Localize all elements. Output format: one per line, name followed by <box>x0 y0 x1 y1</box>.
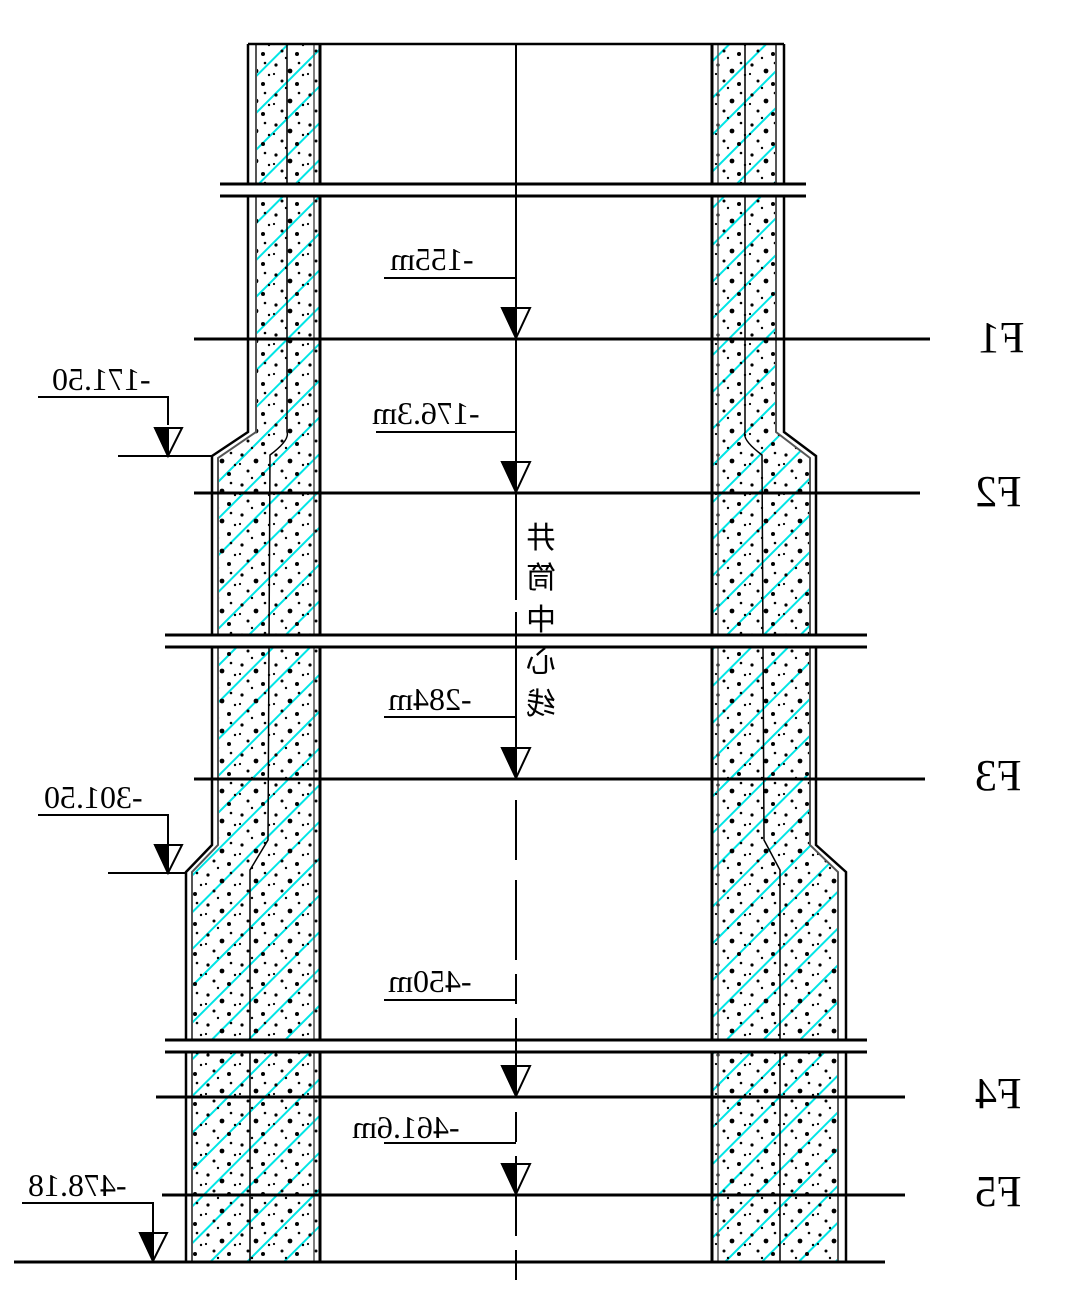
elevation-label-478-18: -478.18 <box>28 1167 127 1203</box>
svg-text:中: 中 <box>526 603 556 638</box>
svg-text:心: 心 <box>526 645 556 680</box>
elevation-label-301-50: -301.50 <box>44 779 143 815</box>
level-label-F2: F2 <box>975 467 1021 516</box>
right-wall <box>710 44 848 1262</box>
elevation-label-284: -284m <box>388 681 472 717</box>
level-label-F4: F4 <box>975 1069 1021 1118</box>
svg-text:筒: 筒 <box>526 561 556 596</box>
elevation-markers-side <box>22 396 212 1264</box>
svg-text:线: 线 <box>526 687 556 722</box>
center-line-label: 井 筒 中 心 线 <box>526 521 556 722</box>
elevation-markers-center <box>376 277 532 1197</box>
elevation-label-450: -450m <box>388 963 472 999</box>
elevation-label-176: -176.3m <box>372 395 480 431</box>
level-lines <box>14 337 930 1264</box>
level-label-F1: F1 <box>978 313 1024 362</box>
elevation-label-461: -461.6m <box>352 1109 460 1145</box>
svg-text:井: 井 <box>526 521 556 556</box>
level-label-F3: F3 <box>975 751 1021 800</box>
elevation-label-171-50: -171.50 <box>52 361 151 397</box>
left-wall <box>184 44 322 1262</box>
elevation-label-155: -155m <box>390 241 474 277</box>
level-label-F5: F5 <box>975 1167 1021 1216</box>
